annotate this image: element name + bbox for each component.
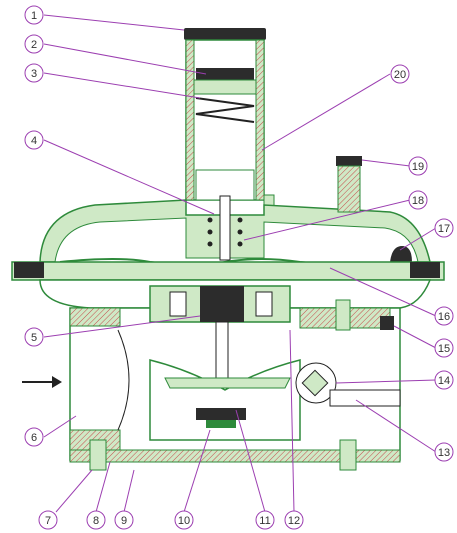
spring-tower xyxy=(184,28,275,216)
callout-5-label: 5 xyxy=(31,332,37,344)
callout-11: 11 xyxy=(235,409,275,530)
callout-8: 8 xyxy=(86,461,111,530)
bolt-7 xyxy=(89,439,107,471)
callout-7-label: 7 xyxy=(45,515,51,527)
callout-16: 16 xyxy=(329,267,454,326)
callout-12-label: 12 xyxy=(288,515,300,527)
valve-plug xyxy=(196,408,246,420)
outlet-bar xyxy=(329,389,401,407)
housing-flange xyxy=(11,261,445,281)
block-bolt-left xyxy=(169,291,187,317)
inner-spring xyxy=(207,217,243,247)
block-bolt-right xyxy=(255,291,273,317)
callout-2: 2 xyxy=(24,34,207,75)
tower-wall-right xyxy=(255,39,265,201)
inlet-top-wall xyxy=(69,307,121,327)
callout-17: 17 xyxy=(399,218,454,251)
right-arrow-icon xyxy=(22,376,62,388)
flange-bolt-right xyxy=(410,262,440,278)
cap-top xyxy=(184,28,266,40)
callout-5: 5 xyxy=(24,315,201,347)
callout-13-label: 13 xyxy=(438,447,450,459)
flange-bolt-left xyxy=(14,262,44,278)
callout-4-label: 4 xyxy=(31,135,37,147)
bolt-15 xyxy=(335,299,351,331)
tower-wall-left xyxy=(185,39,195,201)
callout-13: 13 xyxy=(355,399,454,462)
callout-4: 4 xyxy=(24,130,215,215)
valve-stem-upper xyxy=(219,195,231,261)
spring-coil-upper xyxy=(195,97,255,123)
adjusting-screw xyxy=(196,68,254,80)
callout-20-label: 20 xyxy=(394,69,406,81)
callout-15-label: 15 xyxy=(438,343,450,355)
callout-11-label: 11 xyxy=(259,515,270,527)
callout-19-label: 19 xyxy=(412,161,424,173)
body-base xyxy=(69,449,401,463)
callout-10-label: 10 xyxy=(178,515,190,527)
callout-18-label: 18 xyxy=(412,195,424,207)
callout-9: 9 xyxy=(114,469,135,530)
bolt-right xyxy=(339,439,357,471)
callout-14: 14 xyxy=(335,370,454,390)
nut-15 xyxy=(380,316,394,330)
fitting-body xyxy=(337,165,361,213)
callout-1-label: 1 xyxy=(31,10,37,22)
callout-1: 1 xyxy=(24,5,185,31)
vent-fitting xyxy=(336,156,362,213)
valve-disc xyxy=(206,420,236,428)
central-nut xyxy=(200,286,244,322)
fitting-nut xyxy=(336,156,362,166)
callout-6-label: 6 xyxy=(31,432,37,444)
callout-2-label: 2 xyxy=(31,39,37,51)
valve-seat xyxy=(164,377,291,389)
callout-20: 20 xyxy=(261,64,410,151)
shutoff-cam xyxy=(301,369,329,397)
callout-9-label: 9 xyxy=(121,515,127,527)
diaphragm-edge xyxy=(390,246,412,262)
spring-seat-upper xyxy=(193,79,257,95)
callout-17-label: 17 xyxy=(438,223,450,235)
valve-body xyxy=(69,285,401,471)
callout-18: 18 xyxy=(243,190,428,241)
callout-8-label: 8 xyxy=(93,515,99,527)
callout-14-label: 14 xyxy=(438,375,450,387)
callouts: 1 2 3 4 5 6 7 xyxy=(24,5,454,530)
callout-7: 7 xyxy=(38,469,93,530)
callout-16-label: 16 xyxy=(438,311,450,323)
inlet-filter xyxy=(117,329,130,431)
callout-19: 19 xyxy=(361,156,428,176)
callout-3: 3 xyxy=(24,63,201,99)
callout-3-label: 3 xyxy=(31,68,37,80)
callout-15: 15 xyxy=(393,325,454,358)
callout-12: 12 xyxy=(284,329,304,530)
callout-6: 6 xyxy=(24,415,77,447)
callout-10: 10 xyxy=(174,429,211,530)
